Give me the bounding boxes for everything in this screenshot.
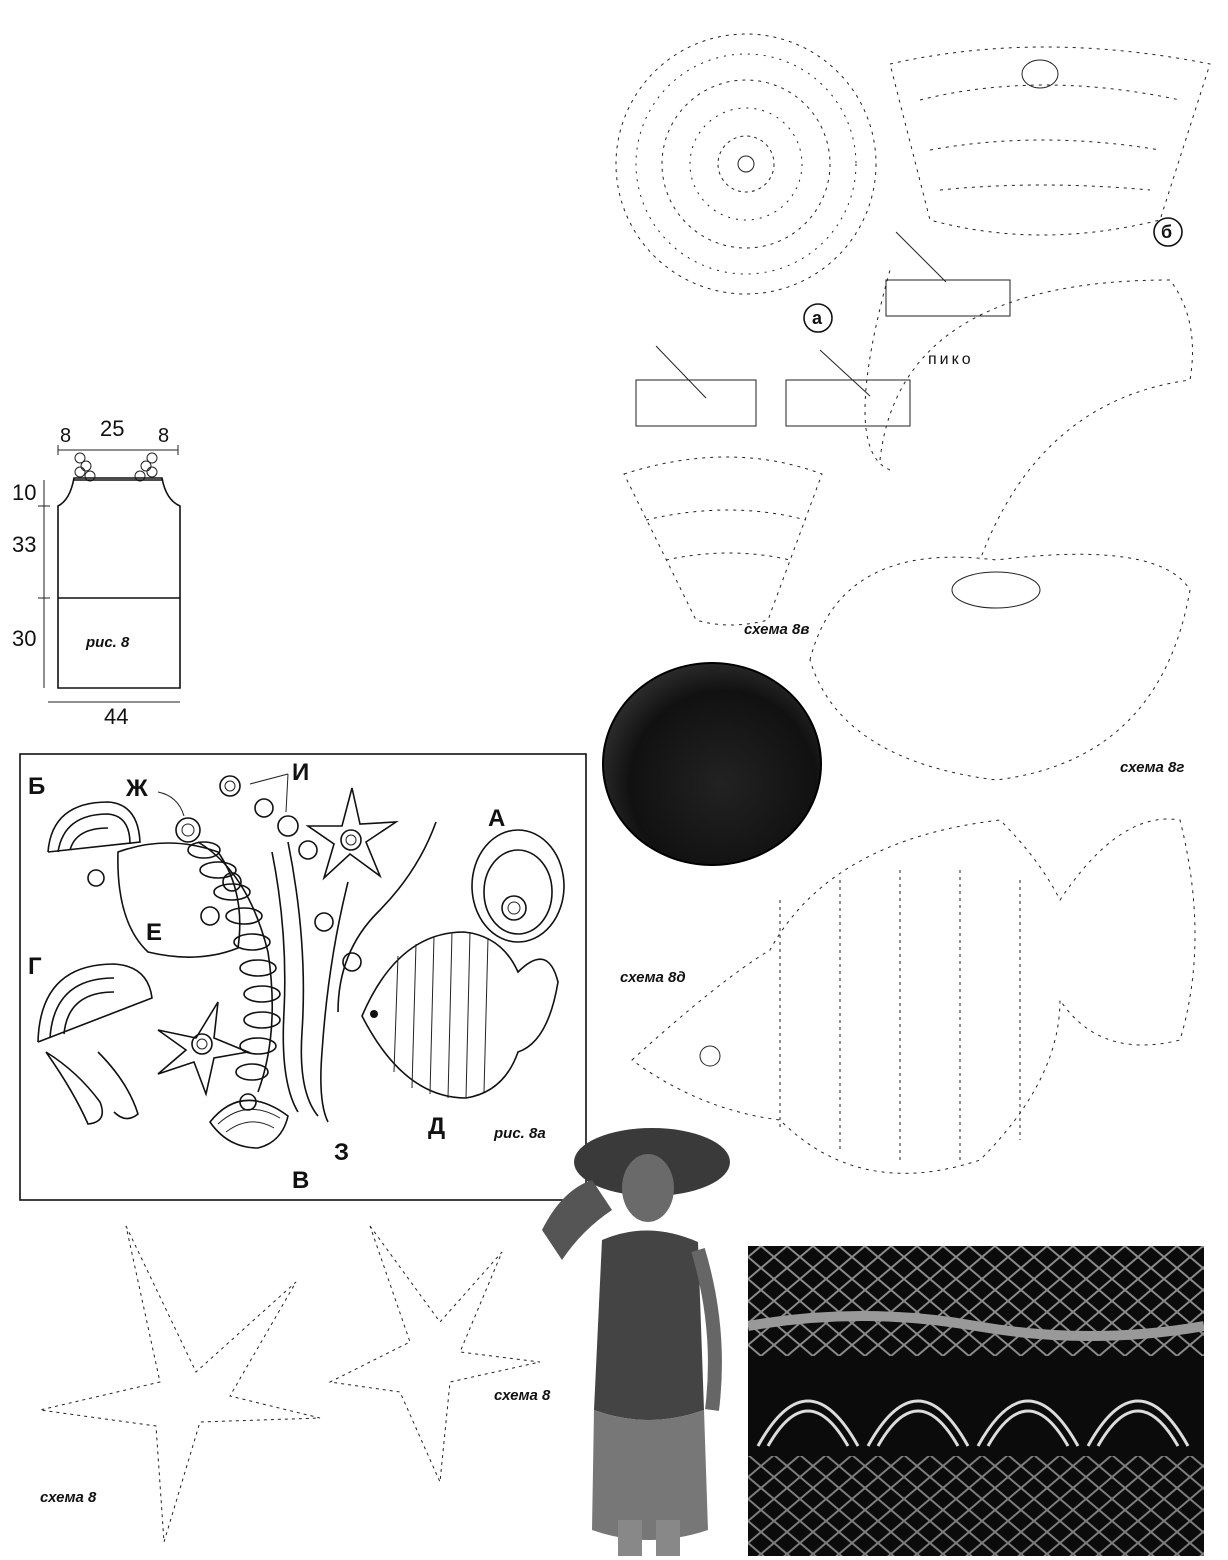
strap-right — [135, 453, 157, 481]
model-photo — [522, 1110, 746, 1556]
label-z: З — [334, 1139, 349, 1166]
scheme-8v-fan — [624, 457, 822, 625]
starfish-schemes: схема 8 схема 8 — [0, 1212, 580, 1560]
star-left — [158, 1002, 248, 1094]
label-a: А — [488, 805, 505, 832]
size-h2: 33 — [12, 532, 36, 557]
star-top — [308, 788, 396, 878]
starfish-mid — [330, 1226, 540, 1482]
scheme-8-left-label: схема 8 — [40, 1489, 97, 1506]
scheme-8v-label: схема 8в — [744, 621, 809, 638]
fish-d — [362, 932, 558, 1098]
scheme-a-circle — [616, 34, 876, 294]
size-top-right: 8 — [158, 425, 169, 447]
scheme-8g-label: схема 8г — [1120, 759, 1184, 776]
label-e: Е — [146, 919, 162, 946]
size-top-mid: 25 — [100, 416, 124, 441]
layout-chart: Е Ж И З В — [18, 752, 590, 1202]
shell-b — [48, 802, 140, 886]
detail-closeup-photo — [602, 662, 822, 866]
bubbles-i — [201, 776, 361, 971]
size-h3: 30 — [12, 626, 36, 651]
lace-closeup-photo — [748, 1246, 1204, 1556]
label-zh: Ж — [125, 775, 148, 802]
scheme-8g-shell — [810, 270, 1193, 780]
stitch-illustrations — [636, 232, 1010, 426]
size-caption: рис. 8 — [85, 634, 130, 651]
strap-left — [75, 453, 95, 481]
shell-a — [472, 830, 564, 942]
piko-label: пико — [928, 351, 974, 368]
seaweed-zh — [176, 818, 280, 1092]
shell-g — [38, 964, 152, 1124]
label-v: В — [292, 1167, 309, 1194]
lace-pattern — [748, 1246, 1204, 1556]
model-silhouette — [522, 1110, 746, 1556]
label-g: Г — [28, 953, 42, 980]
scheme-8d-label: схема 8д — [620, 969, 686, 986]
scheme-b-label: б — [1161, 222, 1172, 242]
label-b: Б — [28, 773, 45, 800]
label-d: Д — [428, 1113, 445, 1140]
size-h1: 10 — [12, 480, 36, 505]
scheme-b-fan — [890, 47, 1210, 235]
size-width: 44 — [104, 704, 128, 729]
size-top-left: 8 — [60, 425, 71, 447]
label-i: И — [292, 759, 309, 786]
size-chart: 8 25 8 10 33 30 44 рис. 8 — [0, 400, 200, 730]
schemes-area: а б пико схема 8в схема 8г — [600, 20, 1220, 1260]
scheme-a-label: а — [812, 308, 823, 328]
seaweed-z — [272, 822, 436, 1122]
shell-v — [210, 1094, 288, 1148]
